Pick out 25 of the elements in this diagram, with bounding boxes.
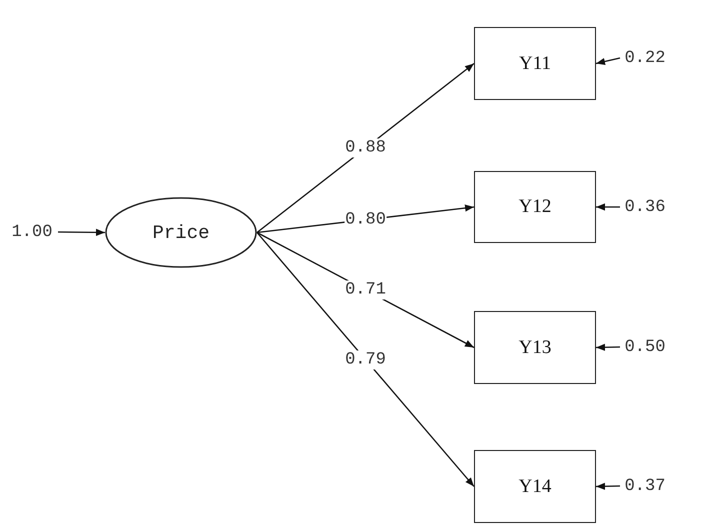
variable-name: Price [152, 222, 210, 244]
variable-name: Y12 [518, 196, 552, 218]
observed-variable-box [474, 171, 596, 243]
path-coefficient-label: 0.71 [344, 280, 387, 300]
variable-name: Y13 [518, 336, 552, 358]
path-arrow [596, 344, 620, 351]
path-arrow [256, 232, 474, 487]
observed-variable-box [474, 27, 596, 100]
path-arrow [596, 482, 620, 490]
path-arrow [256, 62, 474, 234]
latent-variable-ellipse [105, 197, 257, 268]
path-coefficient-label: 0.88 [344, 138, 387, 158]
path-coefficient-label: 0.79 [344, 350, 387, 369]
variable-name: Y11 [518, 52, 552, 74]
path-arrow [596, 57, 620, 65]
error-variance-value: 0.50 [622, 336, 668, 358]
error-variance-value: 0.22 [622, 47, 668, 69]
error-variance-value: 0.37 [622, 475, 668, 497]
observed-variable-box [474, 311, 596, 384]
error-variance-value: 1.00 [8, 221, 56, 243]
path-arrow [58, 228, 105, 236]
path-arrow [596, 203, 620, 211]
observed-variable-box [474, 450, 596, 523]
error-variance-value: 0.36 [622, 196, 668, 218]
variable-name: Y14 [518, 476, 552, 498]
